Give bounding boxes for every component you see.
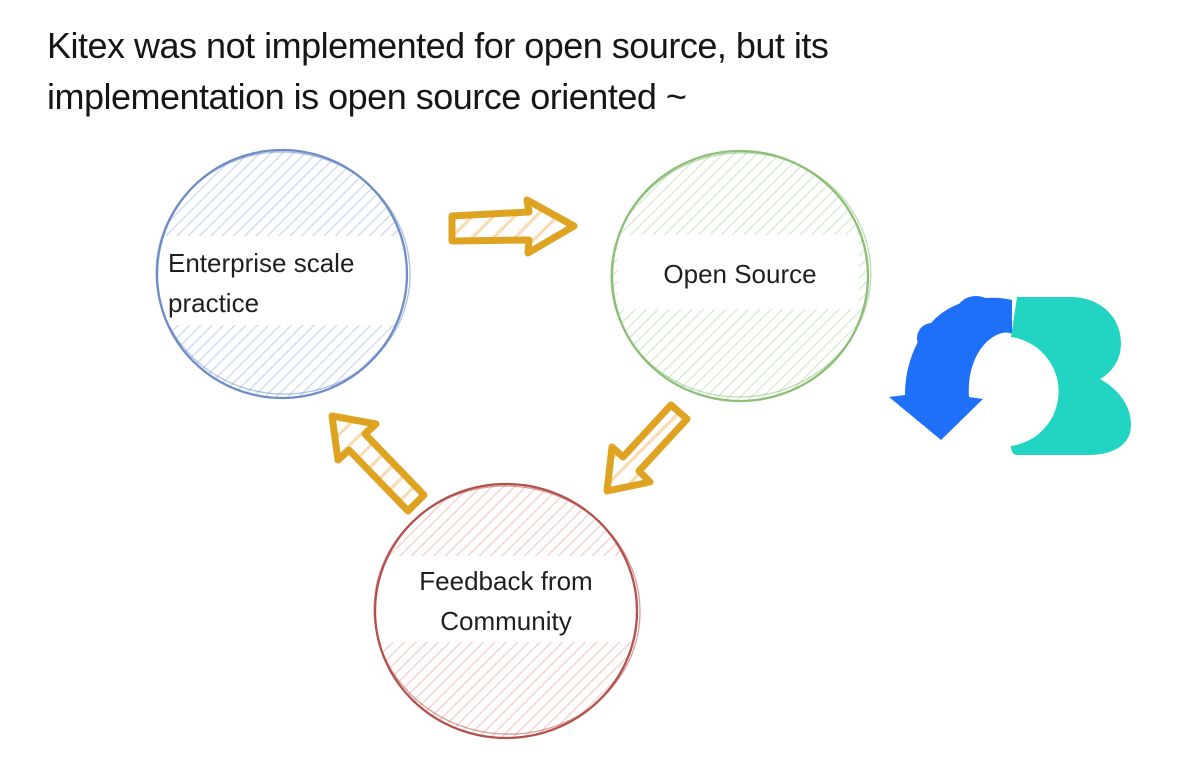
node-feedback-label: Feedback from Community (419, 566, 593, 636)
arrow-enterprise-to-open-source (448, 196, 578, 257)
node-enterprise-label-band (150, 236, 408, 325)
node-feedback-circle (373, 482, 641, 740)
node-open-source-label: Open Source (663, 259, 817, 289)
slide-title: Kitex was not implemented for open sourc… (47, 20, 1167, 122)
node-enterprise-label: Enterprise scale practice (168, 248, 355, 318)
slide-title-line2: implementation is open source oriented ~ (47, 76, 687, 117)
slide-title-line1: Kitex was not implemented for open sourc… (47, 25, 829, 66)
arrow-open-source-to-feedback (603, 401, 691, 495)
node-open-source-label-band (618, 235, 859, 309)
node-enterprise-circle (150, 148, 411, 400)
logo-blue-arrow (889, 296, 1012, 440)
cloudwego-cloud-logo-icon (889, 296, 1131, 455)
node-feedback-label-band (373, 556, 635, 642)
arrow-feedback-to-enterprise (328, 412, 428, 515)
node-open-source-circle (610, 149, 872, 403)
logo-teal-cloud (1011, 297, 1131, 455)
